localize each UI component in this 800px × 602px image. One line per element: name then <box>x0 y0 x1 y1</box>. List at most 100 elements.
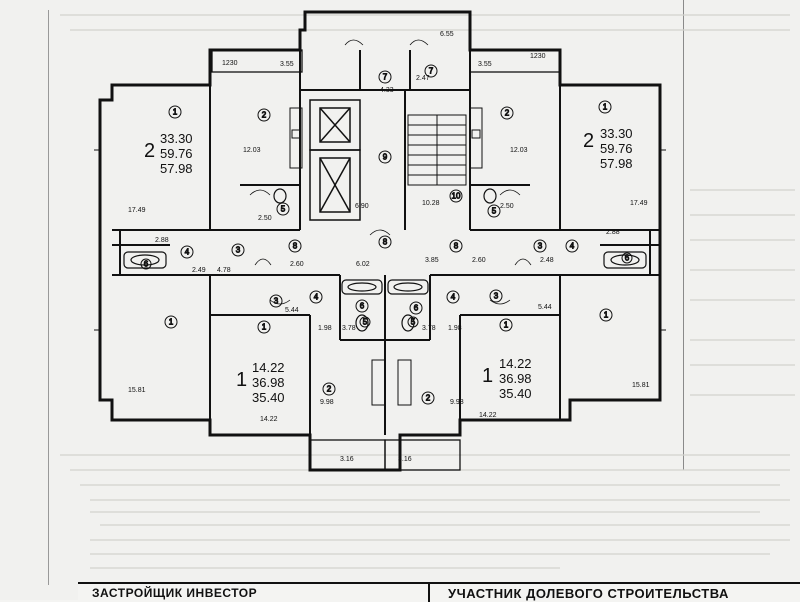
room-marker: 4 <box>451 293 456 302</box>
room-marker: 3 <box>236 246 241 255</box>
room-marker: 7 <box>429 67 434 76</box>
apartment-labels: 2 33.30 59.76 57.98 2 33.30 59.76 57.98 … <box>144 126 633 405</box>
dim-room-bl: 14.22 <box>260 416 278 423</box>
lift-shafts <box>309 99 361 221</box>
dim-corr-d: 2.60 <box>472 257 486 264</box>
dim-top-center: 6.55 <box>440 31 454 38</box>
room-marker: 3 <box>538 242 543 251</box>
dim-wc-left: 2.50 <box>258 215 272 222</box>
room-marker: 6 <box>144 260 149 269</box>
apt-rooms: 2 <box>583 130 594 152</box>
apt-living-area: 33.30 <box>160 131 193 146</box>
dim-stair-right: 2.47 <box>416 75 430 82</box>
dim-kitchen-bl: 9.98 <box>320 399 334 406</box>
dim-small-d: 1.98 <box>448 325 462 332</box>
balconies <box>211 49 561 471</box>
dim-balcony-left-area: 3.55 <box>280 61 294 68</box>
dim-kitchen-left: 12.03 <box>243 147 261 154</box>
apt-total-area: 59.76 <box>600 141 633 156</box>
dim-small-a: 1.98 <box>318 325 332 332</box>
room-marker: 1 <box>173 108 178 117</box>
room-marker: 5 <box>281 205 286 214</box>
apt-area: 35.40 <box>252 390 285 405</box>
room-marker: 6 <box>360 302 365 311</box>
dim-balcony-left: 1230 <box>222 60 238 67</box>
dim-balcony-right-area: 3.55 <box>478 61 492 68</box>
room-marker: 1 <box>603 103 608 112</box>
dim-kitchen-br: 9.98 <box>450 399 464 406</box>
room-marker: 3 <box>494 292 499 301</box>
dim-kitchen-right: 12.03 <box>510 147 528 154</box>
room-marker: 5 <box>363 318 368 327</box>
room-marker: 1 <box>262 323 267 332</box>
room-marker: 2 <box>505 109 510 118</box>
apt-rooms: 2 <box>144 140 155 162</box>
room-marker: 2 <box>262 111 267 120</box>
door-swings <box>249 39 532 305</box>
apt-bottom-left-label: 1 14.22 36.98 35.40 <box>236 360 285 405</box>
dim-corr-b: 6.02 <box>356 261 370 268</box>
room-marker: 8 <box>383 238 388 247</box>
dimension-labels: 1230 1230 3.55 3.55 6.55 4.33 2.47 12.03… <box>128 31 650 463</box>
apt-rooms: 1 <box>482 365 493 387</box>
room-marker: 2 <box>327 385 332 394</box>
room-marker: 6 <box>625 254 630 263</box>
room-marker: 4 <box>314 293 319 302</box>
dim-hall-left-b: 4.78 <box>217 267 231 274</box>
dim-room-bl-outer: 15.81 <box>128 387 146 394</box>
dim-room-right: 17.49 <box>630 200 648 207</box>
room-marker: 5 <box>492 207 497 216</box>
dim-wc-right: 2.50 <box>500 203 514 210</box>
dim-entry-left: 5.44 <box>285 307 299 314</box>
room-marker: 1 <box>504 321 509 330</box>
outer-walls <box>98 10 662 472</box>
dim-hall-right-a: 2.48 <box>540 257 554 264</box>
dim-corr-c: 3.85 <box>425 257 439 264</box>
dim-room-br-outer: 15.81 <box>632 382 650 389</box>
inner-walls <box>112 50 660 435</box>
participant-label: УЧАСТНИК ДОЛЕВОГО СТРОИТЕЛЬСТВА <box>448 586 729 601</box>
dim-entry-right: 5.44 <box>538 304 552 311</box>
dim-stair-left: 4.33 <box>380 87 394 94</box>
developer-label: ЗАСТРОЙЩИК ИНВЕСТОР <box>92 586 258 600</box>
dim-lift-hall: 6.90 <box>355 203 369 210</box>
room-marker: 5 <box>411 318 416 327</box>
window-ticks <box>94 149 666 331</box>
room-marker: 8 <box>454 242 459 251</box>
room-marker: 4 <box>185 248 190 257</box>
dim-bath-left: 2.88 <box>155 237 169 244</box>
room-marker: 8 <box>293 242 298 251</box>
kitchen-fixtures <box>289 107 483 406</box>
apt-living-area: 14.22 <box>499 356 532 371</box>
room-marker: 3 <box>274 297 279 306</box>
sheet-right-line <box>683 0 684 470</box>
dim-balcony-bl: 3.16 <box>340 456 354 463</box>
dim-small-c: 3.78 <box>422 325 436 332</box>
footer-divider <box>428 584 430 602</box>
signature-footer: ЗАСТРОЙЩИК ИНВЕСТОР УЧАСТНИК ДОЛЕВОГО СТ… <box>78 582 800 602</box>
dim-hall-left-a: 2.49 <box>192 267 206 274</box>
apt-bottom-right-label: 1 14.22 36.98 35.40 <box>482 356 532 401</box>
apt-total-area: 36.98 <box>499 371 532 386</box>
room-marker: 10 <box>452 192 461 201</box>
room-markers: 1 2 7 7 2 1 9 10 5 5 4 3 8 8 8 3 4 6 6 3… <box>140 64 633 405</box>
dim-room-br: 14.22 <box>479 412 497 419</box>
sheet-margin-line <box>48 10 49 585</box>
apt-rooms: 1 <box>236 369 247 391</box>
room-marker: 2 <box>426 394 431 403</box>
staircase <box>407 114 467 186</box>
bath-fixtures <box>123 188 647 332</box>
apt-area: 35.40 <box>499 386 532 401</box>
apt-living-area: 33.30 <box>600 126 633 141</box>
dim-bath-right: 2.88 <box>606 229 620 236</box>
dim-stair-hall: 10.28 <box>422 200 440 207</box>
room-marker: 6 <box>414 304 419 313</box>
apt-area: 57.98 <box>160 161 193 176</box>
apt-total-area: 36.98 <box>252 375 285 390</box>
dim-room-left: 17.49 <box>128 207 146 214</box>
room-marker: 4 <box>570 242 575 251</box>
dim-balcony-right: 1230 <box>530 53 546 60</box>
apt-total-area: 59.76 <box>160 146 193 161</box>
apt-living-area: 14.22 <box>252 360 285 375</box>
